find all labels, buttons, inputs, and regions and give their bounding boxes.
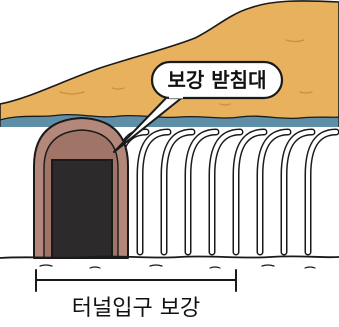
ground-texture (39, 264, 316, 269)
dimension-marker (35, 269, 237, 292)
callout-label: 보강 받침대 (168, 68, 267, 92)
tunnel-opening (51, 159, 113, 259)
callout-bubble (150, 60, 284, 100)
dimension-label: 터널입구 보강 (72, 296, 200, 321)
callout-pointer (113, 95, 185, 153)
ground-line (0, 255, 339, 259)
